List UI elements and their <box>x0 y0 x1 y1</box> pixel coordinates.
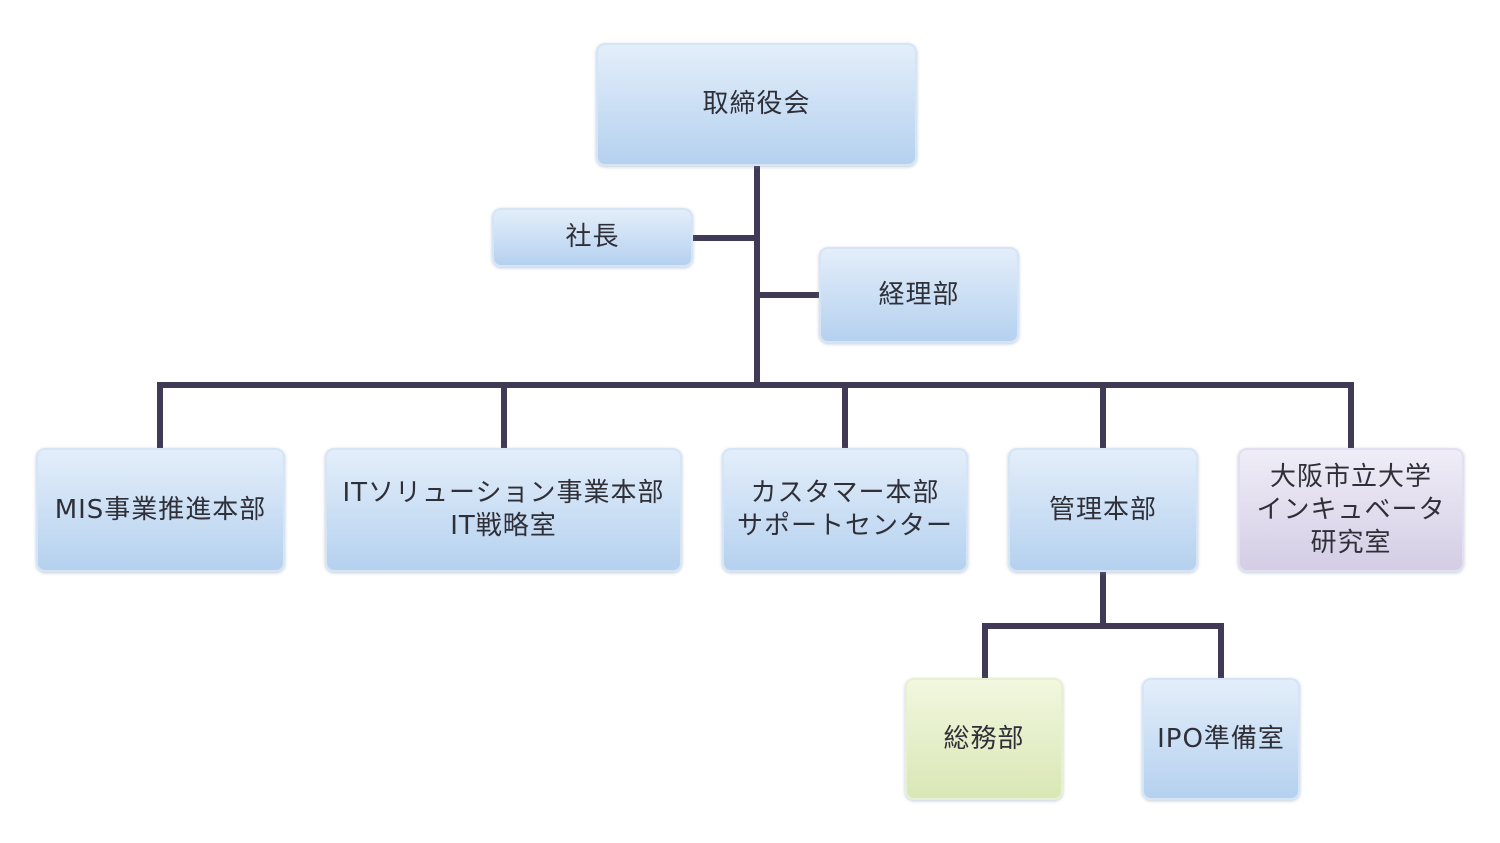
node-customer-label: カスタマー本部 サポートセンター <box>736 478 953 541</box>
node-incubator-label: 大阪市立大学 インキュベータ 研究室 <box>1256 461 1446 558</box>
node-president: 社長 <box>492 208 693 267</box>
node-president-label: 社長 <box>565 222 620 252</box>
node-it-solution: ITソリューション事業本部 IT戦略室 <box>325 448 682 572</box>
node-mis-label: MIS事業推進本部 <box>54 494 267 525</box>
node-admin-label: 管理本部 <box>1048 494 1157 525</box>
node-board-label: 取締役会 <box>702 89 811 119</box>
node-incubator: 大阪市立大学 インキュベータ 研究室 <box>1238 448 1464 572</box>
node-customer: カスタマー本部 サポートセンター <box>722 448 968 572</box>
node-board: 取締役会 <box>596 43 917 166</box>
node-admin: 管理本部 <box>1008 448 1198 572</box>
node-mis: MIS事業推進本部 <box>36 448 285 572</box>
node-ipo: IPO準備室 <box>1142 678 1300 800</box>
node-ipo-label: IPO準備室 <box>1157 723 1285 754</box>
node-general-affairs: 総務部 <box>905 678 1063 800</box>
node-general-affairs-label: 総務部 <box>943 723 1025 754</box>
node-accounting-label: 経理部 <box>878 279 960 310</box>
node-it-solution-label: ITソリューション事業本部 IT戦略室 <box>342 478 665 541</box>
node-accounting: 経理部 <box>819 247 1019 343</box>
